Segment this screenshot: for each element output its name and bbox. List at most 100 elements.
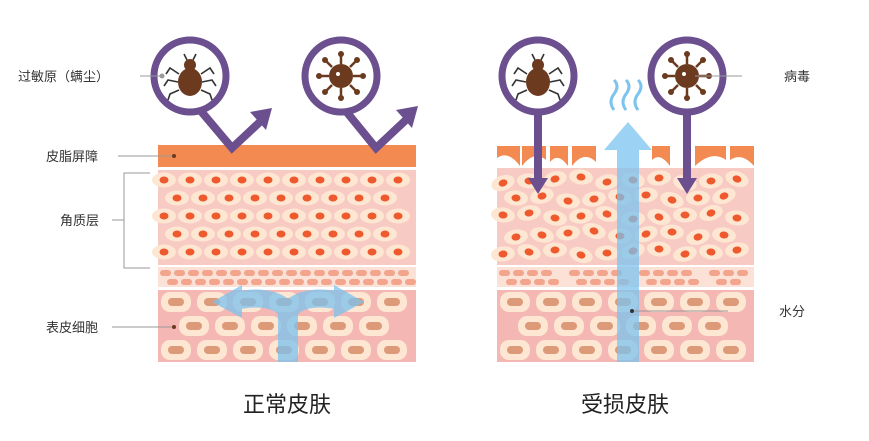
cell-nucleus <box>576 173 586 181</box>
brick <box>363 279 374 285</box>
cell-nucleus <box>498 211 508 219</box>
brick <box>667 270 678 276</box>
vapor-icon <box>609 78 643 111</box>
epidermis-nucleus <box>723 298 739 306</box>
cell-nucleus <box>367 248 377 256</box>
cell-nucleus <box>576 251 586 259</box>
epidermis-nucleus <box>222 322 238 330</box>
cell-nucleus <box>511 194 521 202</box>
brick <box>349 279 360 285</box>
brick <box>209 279 220 285</box>
brick <box>660 279 671 285</box>
cell-nucleus <box>602 210 612 218</box>
epidermis-nucleus <box>168 346 184 354</box>
cell-nucleus <box>693 233 703 241</box>
cell-nucleus <box>198 230 208 238</box>
brick <box>597 270 608 276</box>
brick <box>167 279 178 285</box>
cell-nucleus <box>563 197 573 205</box>
brick <box>237 279 248 285</box>
cell-nucleus <box>667 196 677 204</box>
virus-icon <box>316 51 366 101</box>
cell-nucleus <box>732 246 742 254</box>
brick <box>520 279 531 285</box>
brick <box>174 270 185 276</box>
cell-nucleus <box>289 248 299 256</box>
normal-stratum-cells <box>152 172 410 260</box>
cell-nucleus <box>250 230 260 238</box>
caption-normal-skin: 正常皮肤 <box>243 393 331 418</box>
brick <box>534 279 545 285</box>
label-allergen: 过敏原（螨尘） <box>18 70 109 85</box>
epidermis-nucleus <box>579 298 595 306</box>
cell-nucleus <box>263 176 273 184</box>
brick <box>195 279 206 285</box>
label-water: 水分 <box>779 305 805 320</box>
brick <box>216 270 227 276</box>
brick <box>251 279 262 285</box>
brick <box>709 270 720 276</box>
brick <box>307 279 318 285</box>
brick <box>646 279 657 285</box>
normal-virus-badge <box>301 36 381 116</box>
brick <box>202 270 213 276</box>
cell-nucleus <box>667 228 677 236</box>
cell-nucleus <box>550 214 560 222</box>
brick <box>293 279 304 285</box>
cell-nucleus <box>654 213 664 221</box>
cell-nucleus <box>354 230 364 238</box>
caption-damaged-skin: 受损皮肤 <box>581 393 669 418</box>
brick <box>569 270 580 276</box>
epidermis-nucleus <box>723 346 739 354</box>
brick <box>583 270 594 276</box>
cell-nucleus <box>341 176 351 184</box>
brick <box>730 279 741 285</box>
brick <box>653 270 664 276</box>
cell-nucleus <box>524 209 534 217</box>
brick <box>335 279 346 285</box>
label-epidermis: 表皮细胞 <box>46 321 98 336</box>
brick <box>541 270 552 276</box>
brick <box>230 270 241 276</box>
cell-nucleus <box>550 246 560 254</box>
normal-sebum-barrier <box>158 145 416 167</box>
cell-nucleus <box>563 229 573 237</box>
cell-nucleus <box>211 176 221 184</box>
cell-nucleus <box>706 177 716 185</box>
brick <box>391 279 402 285</box>
cell-nucleus <box>224 230 234 238</box>
epidermis-nucleus <box>543 346 559 354</box>
cell-nucleus <box>185 176 195 184</box>
cell-nucleus <box>589 195 599 203</box>
cell-nucleus <box>224 194 234 202</box>
normal-skin-panel <box>150 36 418 362</box>
damaged-virus-badge <box>647 36 727 116</box>
epidermis-nucleus <box>579 346 595 354</box>
cell-nucleus <box>211 248 221 256</box>
cell-nucleus <box>172 194 182 202</box>
epidermis-nucleus <box>651 346 667 354</box>
epidermis-nucleus <box>330 322 346 330</box>
epidermis-nucleus <box>507 298 523 306</box>
brick <box>716 279 727 285</box>
cell-nucleus <box>641 191 651 199</box>
cell-nucleus <box>289 212 299 220</box>
brick <box>737 270 748 276</box>
damaged-water-arrow <box>604 122 652 362</box>
damaged-allergen-badge <box>498 36 578 116</box>
brick <box>265 279 276 285</box>
cell-nucleus <box>367 176 377 184</box>
cell-nucleus <box>380 230 390 238</box>
cell-nucleus <box>237 212 247 220</box>
brick <box>160 270 171 276</box>
cell-nucleus <box>524 248 534 256</box>
brick <box>314 270 325 276</box>
cell-nucleus <box>354 194 364 202</box>
mite-icon <box>511 53 565 101</box>
normal-water-arrow <box>212 285 364 362</box>
cell-nucleus <box>276 230 286 238</box>
brick <box>286 270 297 276</box>
cell-nucleus <box>706 248 716 256</box>
brick <box>499 270 510 276</box>
